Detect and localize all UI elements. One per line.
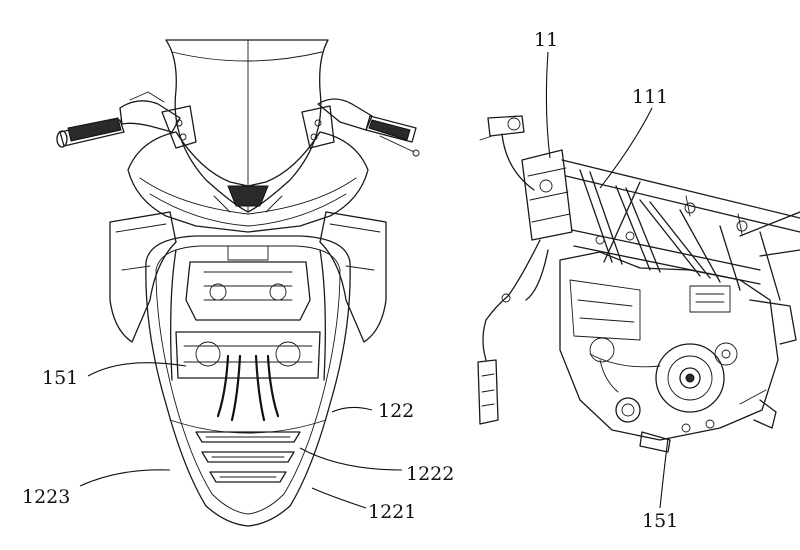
brake-master-cylinder [477, 115, 549, 425]
engine-side [559, 251, 797, 453]
leader-151-left [87, 362, 187, 377]
leader-11 [545, 51, 551, 159]
trellis-frame [561, 159, 800, 301]
leader-151-right [659, 437, 669, 509]
leader-1221 [311, 487, 367, 509]
windshield [165, 39, 329, 213]
lower-fairing [145, 235, 351, 527]
right-handlebar [301, 98, 420, 157]
label-11: 11 [534, 29, 558, 51]
leader-111 [599, 107, 653, 189]
left-handlebar [56, 91, 197, 149]
label-111: 111 [632, 86, 668, 108]
label-151-right: 151 [642, 510, 678, 532]
label-1221: 1221 [368, 501, 416, 523]
leader-lines [79, 51, 669, 509]
side-view-frame-engine [477, 115, 800, 453]
upper-fairing [127, 131, 369, 233]
leader-122 [331, 406, 373, 413]
leader-1223 [79, 469, 171, 487]
label-1222: 1222 [406, 463, 454, 485]
figure-labels: 151 122 1222 1223 1221 11 111 151 [22, 29, 678, 532]
steering-head [521, 149, 573, 241]
label-151-left: 151 [42, 367, 78, 389]
air-intake-vents [195, 431, 301, 483]
label-122: 122 [378, 400, 414, 422]
front-view-motorcycle [56, 39, 420, 527]
label-1223: 1223 [22, 486, 70, 508]
leader-1222 [299, 447, 403, 471]
engine-front [170, 245, 326, 422]
